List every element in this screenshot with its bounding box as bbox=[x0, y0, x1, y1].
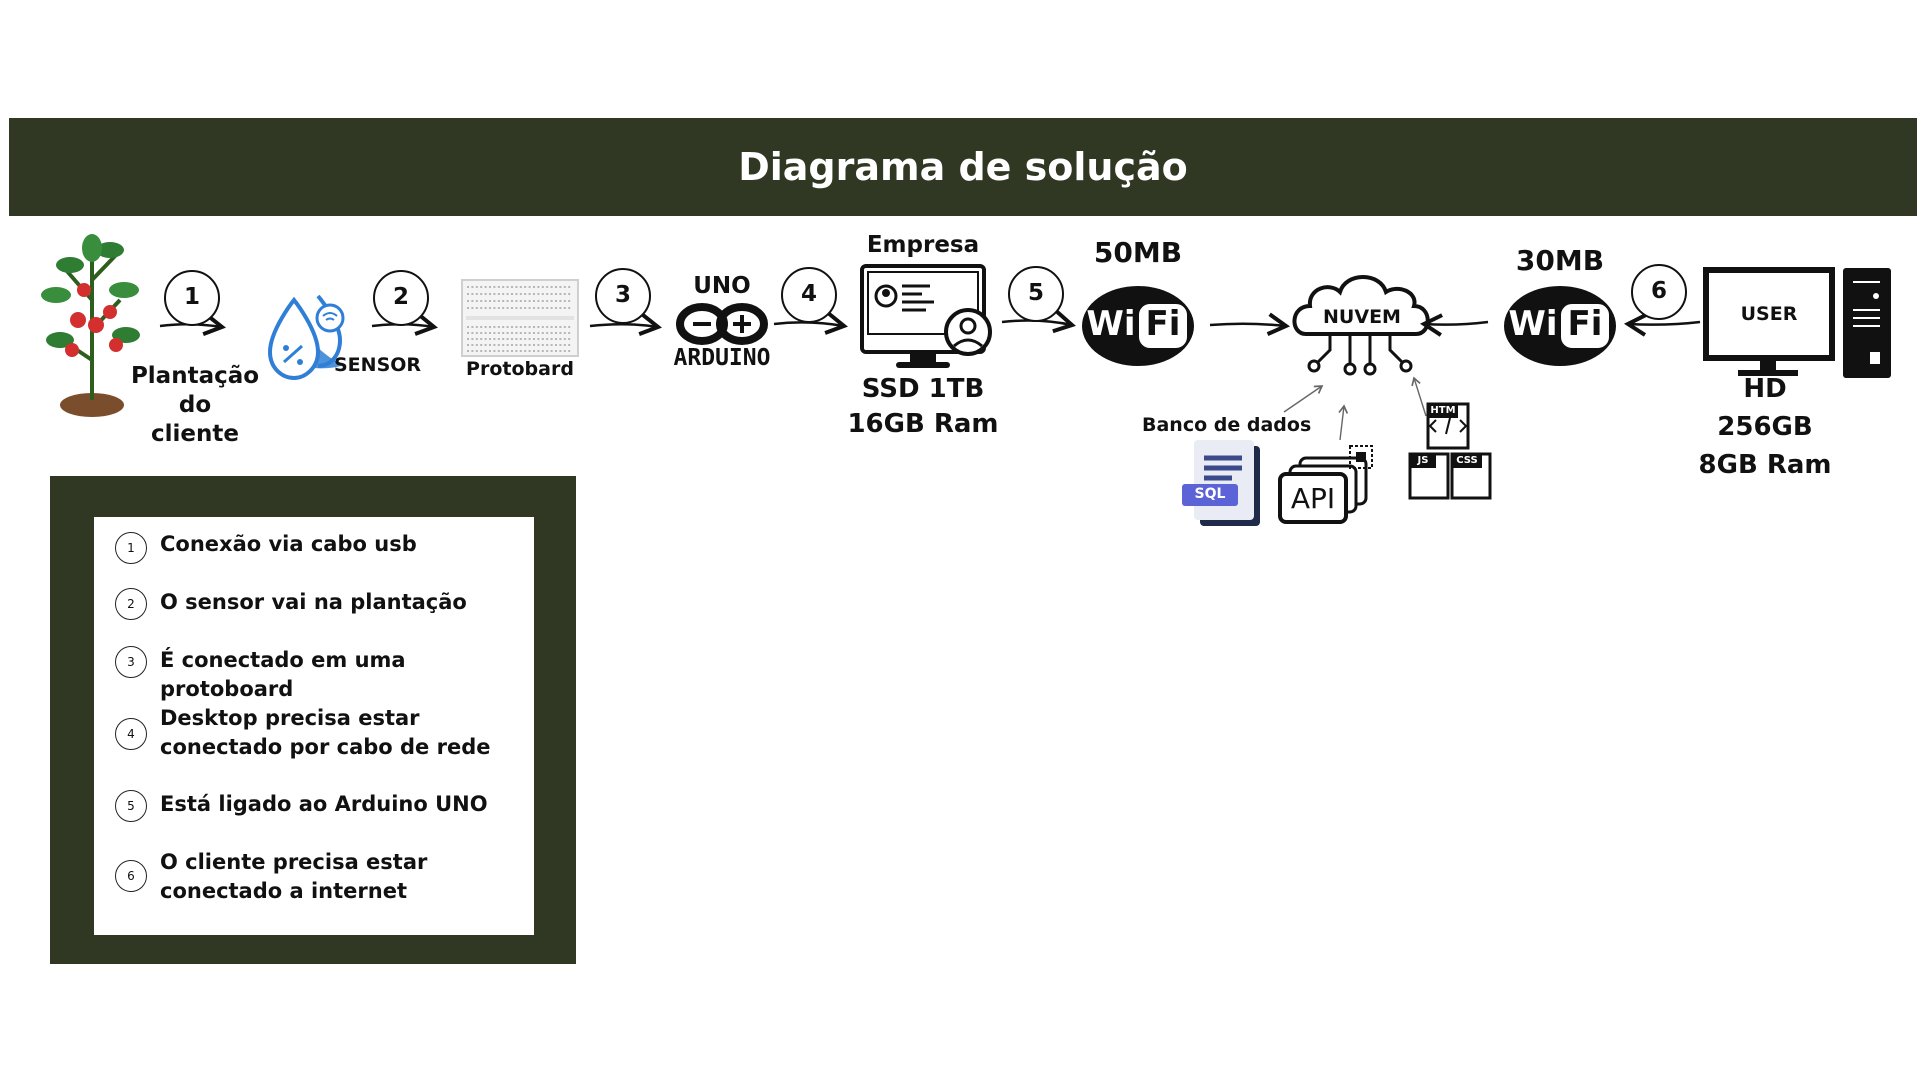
step-circle-5 bbox=[1008, 266, 1064, 322]
protoboard-label: Protobard bbox=[466, 358, 574, 380]
arduino-label: ARDUINO bbox=[673, 345, 771, 371]
header-bar: Diagrama de solução bbox=[9, 118, 1917, 216]
sensor-icon bbox=[267, 294, 345, 381]
user-ram-label: 8GB Ram bbox=[1698, 450, 1832, 480]
step-number-5: 5 bbox=[1027, 280, 1044, 306]
database-label: Banco de dados bbox=[1142, 414, 1312, 436]
user-computer-icon bbox=[1703, 267, 1891, 378]
wifi-left-icon bbox=[1082, 286, 1194, 366]
step-number-2: 2 bbox=[392, 284, 409, 310]
wifi-right-icon bbox=[1504, 286, 1616, 366]
plant-label: Plantação do cliente bbox=[130, 363, 260, 447]
cloud-icon bbox=[1292, 275, 1430, 376]
cloud-label: NUVEM bbox=[1323, 306, 1401, 328]
step-circle-6 bbox=[1631, 264, 1687, 320]
wifi-right-text-b: Fi bbox=[1567, 304, 1603, 344]
wifi-right-text-a: Wi bbox=[1508, 304, 1558, 344]
legend-panel bbox=[94, 517, 534, 935]
legend-text: Desktop precisa estar conectado por cabo… bbox=[160, 706, 491, 759]
legend-number: 1 bbox=[115, 532, 147, 564]
protoboard-icon bbox=[461, 279, 579, 357]
wifi-left-text-a: Wi bbox=[1086, 304, 1136, 344]
step-circle-2 bbox=[373, 270, 429, 326]
page-title: Diagrama de solução bbox=[738, 145, 1188, 189]
step-number-4: 4 bbox=[800, 281, 817, 307]
css-file-label: CSS bbox=[1456, 455, 1478, 466]
sensor-label: SENSOR bbox=[334, 354, 422, 376]
html-file-label: HTM bbox=[1430, 405, 1456, 416]
legend-text: É conectado em uma protoboard bbox=[160, 648, 406, 701]
step-number-6: 6 bbox=[1650, 278, 1667, 304]
arduino-uno-label: UNO bbox=[693, 273, 751, 299]
web-files-icon bbox=[1408, 402, 1492, 500]
company-desktop-icon bbox=[860, 264, 992, 368]
user-storage-label: 256GB bbox=[1717, 412, 1813, 442]
company-ssd-label: SSD 1TB bbox=[861, 374, 985, 404]
user-hd-label: HD bbox=[1743, 374, 1787, 404]
step-number-3: 3 bbox=[614, 282, 631, 308]
company-ram-label: 16GB Ram bbox=[847, 409, 999, 439]
step-circle-1 bbox=[164, 270, 220, 326]
wifi-left-text-b: Fi bbox=[1145, 304, 1181, 344]
legend-text: Está ligado ao Arduino UNO bbox=[160, 792, 488, 816]
company-label: Empresa bbox=[866, 232, 980, 258]
legend-number: 4 bbox=[115, 718, 147, 750]
thin-arrows bbox=[1283, 376, 1427, 441]
step-circle-3 bbox=[595, 268, 651, 324]
legend-text: Conexão via cabo usb bbox=[160, 532, 417, 556]
legend-number: 5 bbox=[115, 790, 147, 822]
legend-number: 3 bbox=[115, 646, 147, 678]
legend-number: 2 bbox=[115, 588, 147, 620]
api-icon bbox=[1278, 445, 1373, 524]
user-screen-label: USER bbox=[1740, 303, 1798, 325]
arduino-icon bbox=[676, 303, 768, 345]
step-circle-4 bbox=[781, 267, 837, 323]
legend-number: 6 bbox=[115, 860, 147, 892]
wifi-left-speed: 50MB bbox=[1093, 236, 1183, 269]
api-label: API bbox=[1290, 482, 1336, 515]
step-number-1: 1 bbox=[183, 284, 200, 310]
sql-label: SQL bbox=[1194, 486, 1226, 502]
sql-database-icon bbox=[1182, 440, 1260, 526]
plant-icon bbox=[41, 234, 140, 417]
wifi-right-speed: 30MB bbox=[1515, 244, 1605, 277]
legend-text: O sensor vai na plantação bbox=[160, 590, 467, 614]
legend-text: O cliente precisa estar conectado a inte… bbox=[160, 850, 428, 903]
js-file-label: JS bbox=[1417, 455, 1429, 466]
